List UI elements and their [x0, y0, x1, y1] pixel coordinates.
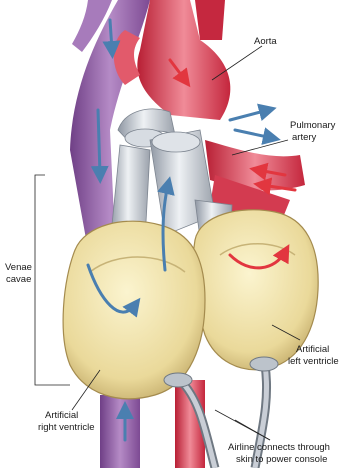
label-right-line2: right ventricle	[38, 422, 95, 433]
label-pulmonary-line2: artery	[292, 132, 317, 143]
label-airline-line1: Airline connects through	[228, 442, 330, 453]
label-right-line1: Artificial	[45, 410, 78, 421]
label-airline-line2: skin to power console	[236, 454, 327, 465]
label-venae-line1: Venae	[5, 262, 32, 273]
artificial-right-ventricle	[63, 221, 205, 399]
label-pulmonary-line1: Pulmonary	[290, 120, 336, 131]
label-left-line1: Artificial	[296, 344, 329, 355]
label-venae-line2: cavae	[6, 274, 31, 285]
label-aorta: Aorta	[254, 36, 277, 47]
label-left-line2: left ventricle	[288, 356, 339, 367]
